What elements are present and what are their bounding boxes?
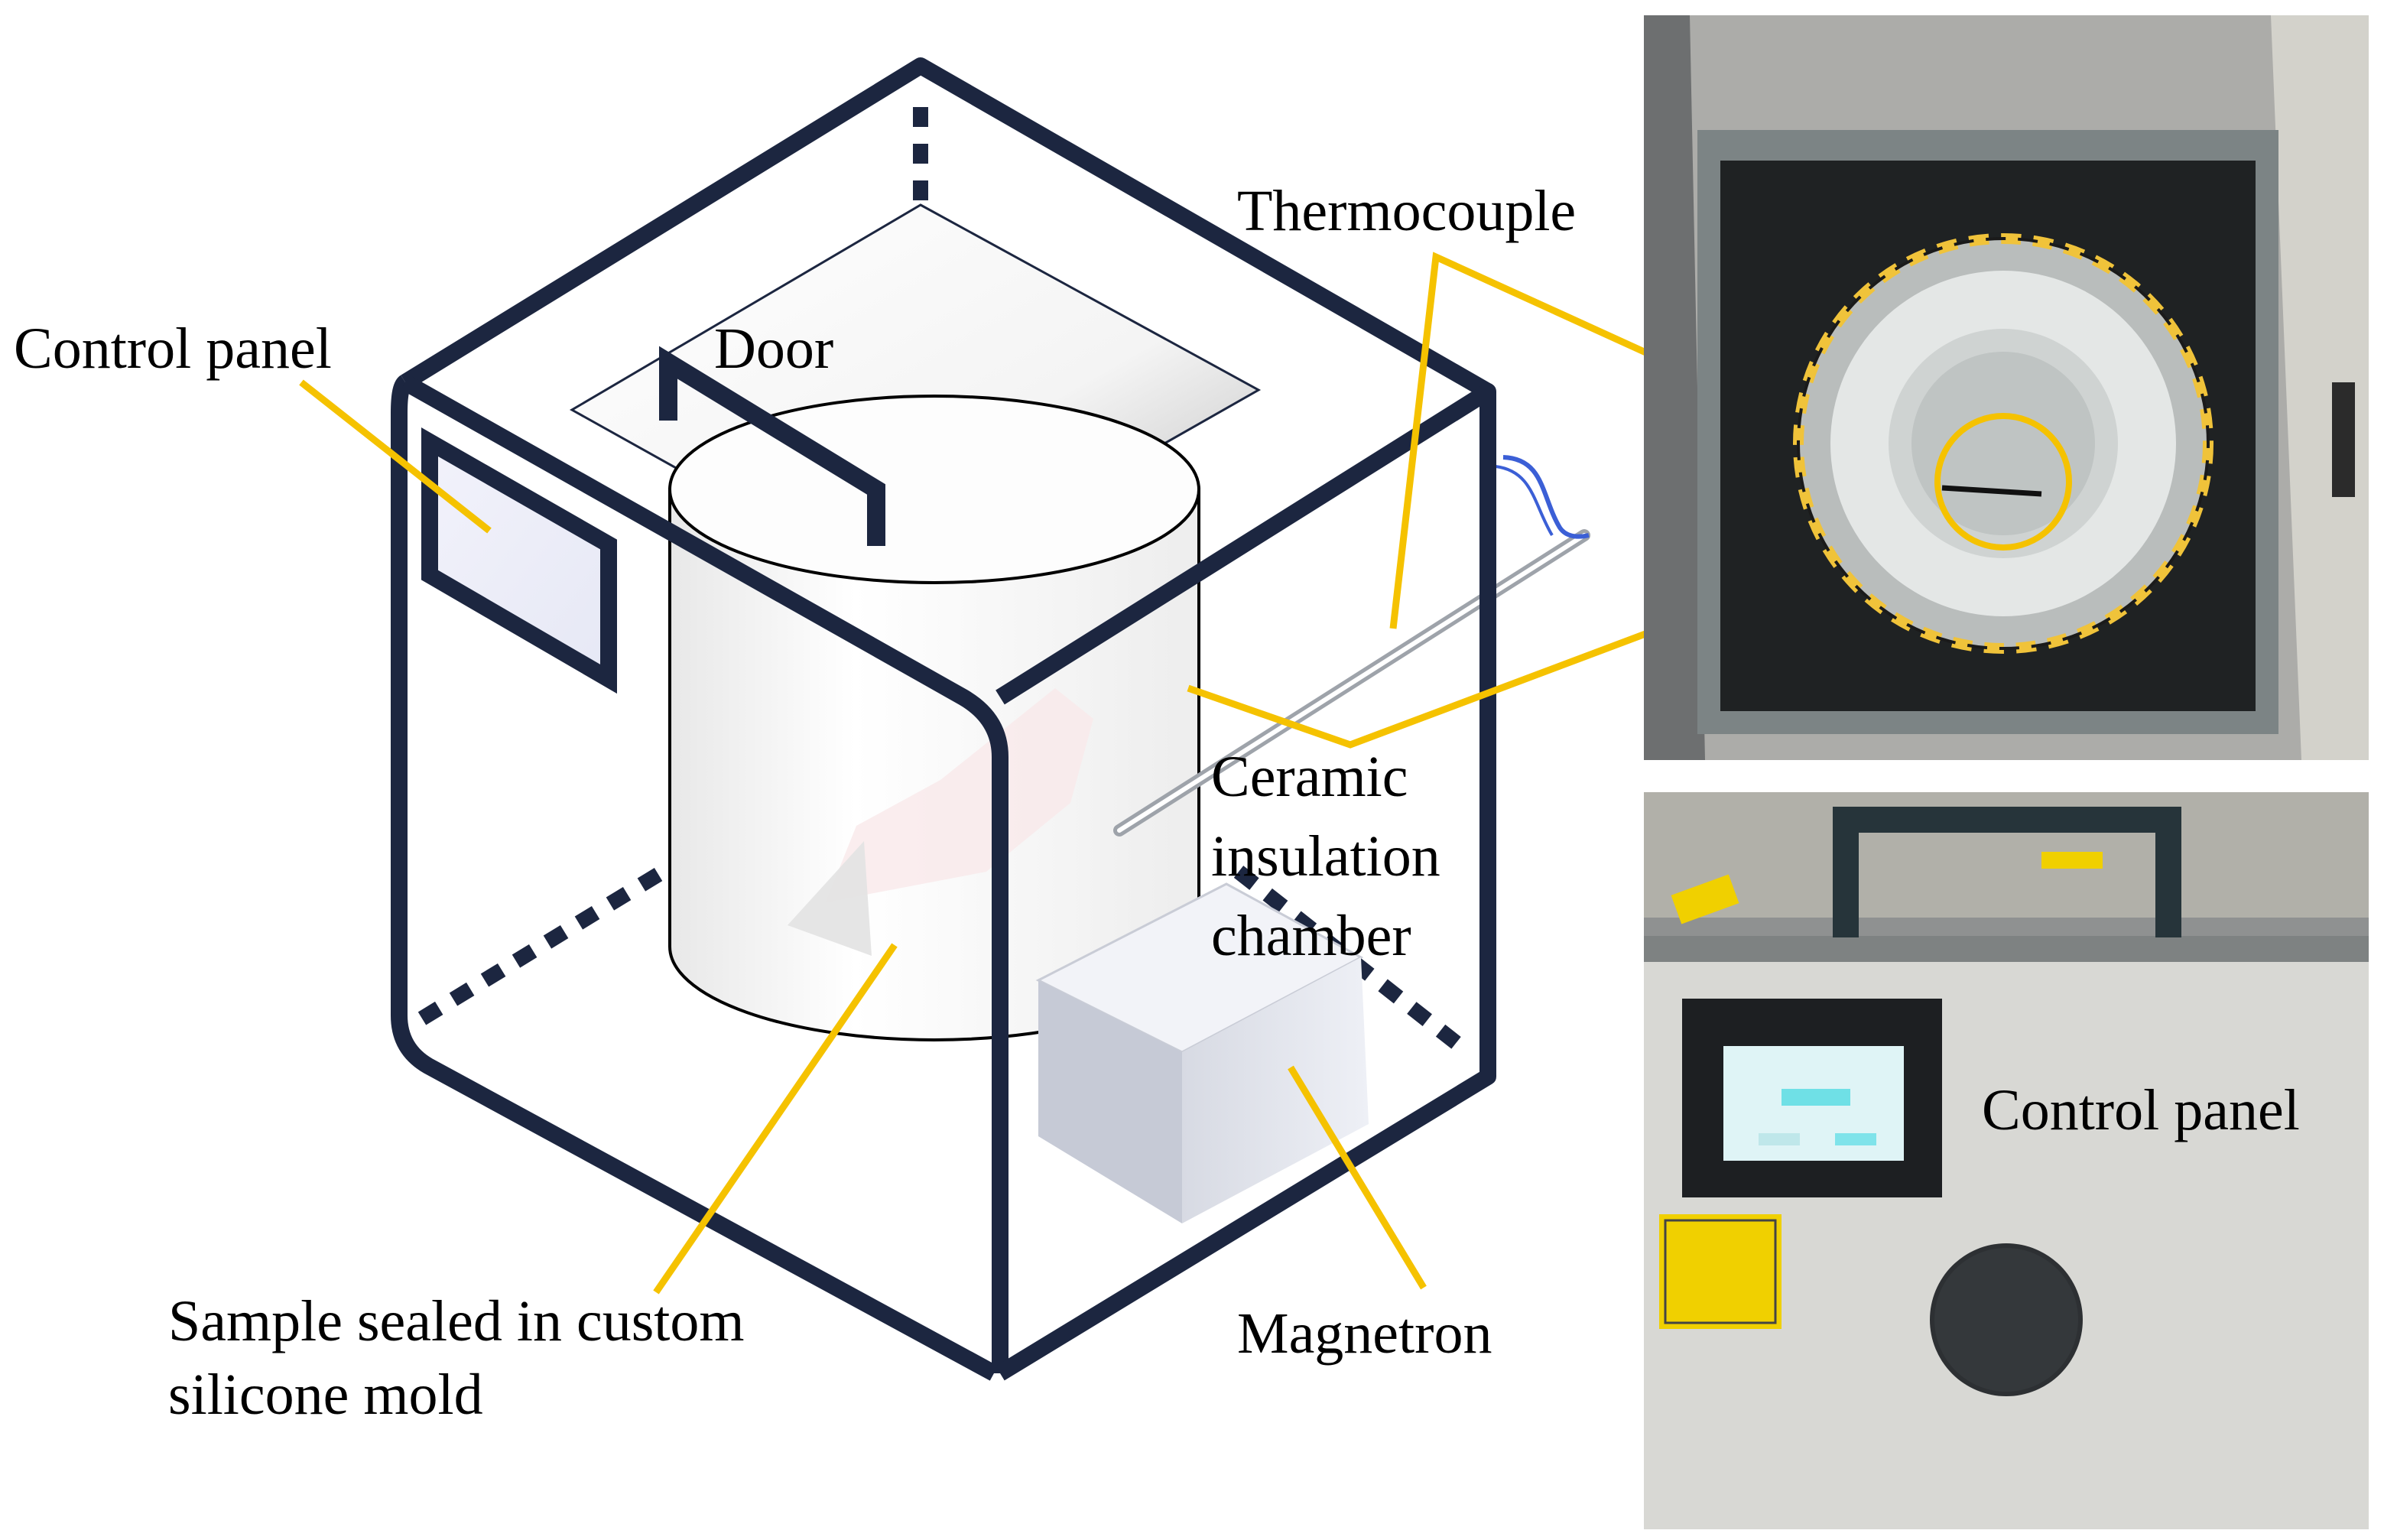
thermocouple-rod <box>1113 455 1590 837</box>
hidden-edges <box>417 107 1473 1058</box>
label-ceramic-line-2: insulation <box>1211 824 1440 889</box>
control-panel-screen <box>421 427 617 694</box>
magnetron-box <box>1035 882 1369 1223</box>
label-magnetron: Magnetron <box>1237 1301 1492 1366</box>
leader-control-panel <box>299 379 492 534</box>
hidden-floor-edge-right <box>1233 866 1473 1058</box>
furnace-interior-photo-icon <box>1644 15 2369 760</box>
furnace-frame <box>391 57 1496 1381</box>
label-door: Door <box>714 317 834 381</box>
ceramic-chamber <box>668 395 1200 1041</box>
label-control-panel-left: Control panel <box>14 317 332 381</box>
label-control-panel-right: Control panel <box>1982 1078 2300 1142</box>
label-thermocouple: Thermocouple <box>1237 179 1577 243</box>
leader-magnetron <box>1288 1065 1427 1290</box>
label-sample-line-2: silicone mold <box>168 1363 483 1427</box>
door-handle <box>659 346 885 546</box>
furnace-front-photo <box>1644 792 2369 1529</box>
hidden-floor-edge-left <box>417 859 677 1025</box>
label-ceramic-line-1: Ceramic <box>1211 745 1408 809</box>
furnace-interior-photo <box>1644 15 2369 760</box>
label-ceramic-line-3: chamber <box>1211 904 1411 968</box>
leader-sample <box>653 943 898 1295</box>
label-sample-line-1: Sample sealed in custom <box>168 1289 745 1353</box>
furnace-front-photo-icon <box>1644 792 2369 1529</box>
